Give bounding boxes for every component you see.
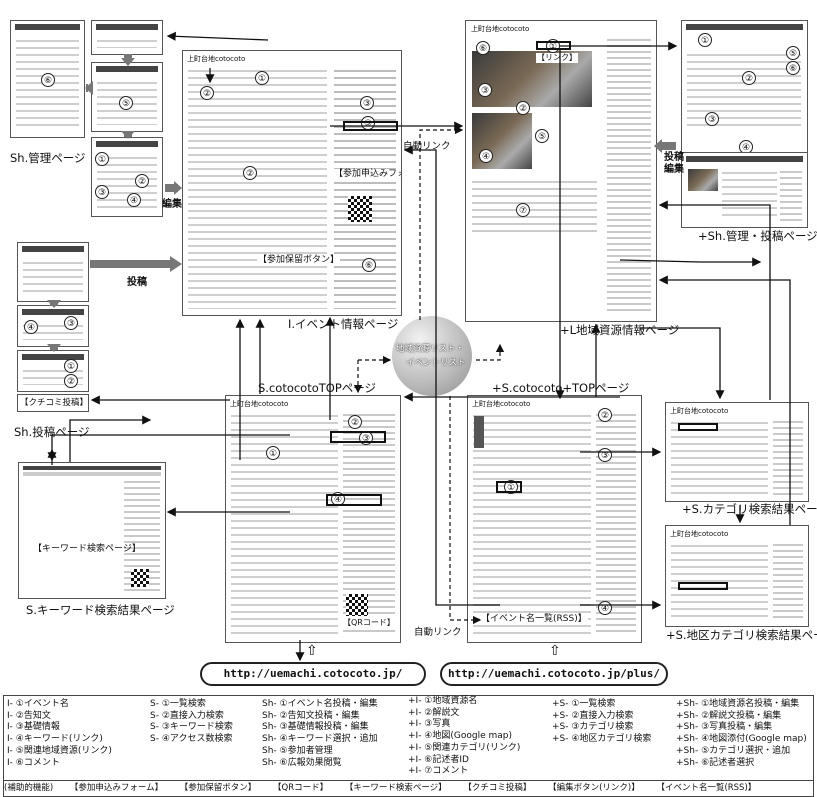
legend-item: +Sh- ③写真投稿・編集	[676, 722, 807, 734]
legend-item: +S- ①一覧検索	[552, 699, 651, 711]
site-structure-diagram: ⑥ ⑤ ① ③ ② ④ Sh.管理ページ 編集 ④ ③ ① ② 【クチコミ投稿】…	[0, 0, 817, 692]
aux-item: 【編集ボタン(リンク)】	[548, 783, 640, 793]
aux-item: 【イベント名一覧(RSS)】	[656, 783, 756, 793]
legend-item: +S- ④地区カテゴリ検索	[552, 734, 651, 746]
legend-col-Sh: Sh- ①イベント名投稿・編集 Sh- ②告知文投稿・編集 Sh- ③基礎情報投…	[262, 699, 378, 769]
legend-item: +I- ⑥記述者ID	[408, 755, 520, 767]
legend-item: I- ⑤関連地域資源(リンク)	[7, 746, 112, 758]
legend-item: I- ②告知文	[7, 711, 112, 723]
legend-item: Sh- ⑤参加者管理	[262, 746, 378, 758]
legend-col-I: I- ①イベント名 I- ②告知文 I- ③基礎情報 I- ④キーワード(リンク…	[7, 699, 112, 769]
legend-item: +I- ①地域資源名	[408, 696, 520, 708]
aux-item: 【参加申込みフォーム】	[70, 783, 163, 793]
legend-item: +I- ④地図(Google map)	[408, 731, 520, 743]
legend-item: S- ①一覧検索	[150, 699, 233, 711]
aux-item: 【QRコード】	[273, 783, 328, 793]
legend-item: +I- ③写真	[408, 719, 520, 731]
legend-item: +Sh- ②解説文投稿・編集	[676, 711, 807, 723]
aux-item: 【参加保留ボタン】	[180, 783, 257, 793]
legend-item: S- ②直接入力検索	[150, 711, 233, 723]
auxiliary-features-row: (補助的機能) 【参加申込みフォーム】 【参加保留ボタン】 【QRコード】 【キ…	[3, 781, 814, 797]
legend-item: Sh- ⑥広報効果閲覧	[262, 758, 378, 770]
connector-arrows	[0, 0, 817, 692]
legend-item: Sh- ④キーワード選択・追加	[262, 734, 378, 746]
legend-table: I- ①イベント名 I- ②告知文 I- ③基礎情報 I- ④キーワード(リンク…	[3, 695, 814, 781]
legend-item: I- ④キーワード(リンク)	[7, 734, 112, 746]
legend-col-S: S- ①一覧検索 S- ②直接入力検索 S- ③キーワード検索 S- ④アクセス…	[150, 699, 233, 746]
aux-title: (補助的機能)	[4, 783, 53, 793]
legend-item: S- ④アクセス数検索	[150, 734, 233, 746]
legend-item: +S- ②直接入力検索	[552, 711, 651, 723]
legend-col-plus-Sh: +Sh- ①地域資源名投稿・編集 +Sh- ②解説文投稿・編集 +Sh- ③写真…	[676, 699, 807, 769]
legend-item: I- ①イベント名	[7, 699, 112, 711]
legend-item: +I- ⑤関連カテゴリ(リンク)	[408, 743, 520, 755]
legend-col-plus-I: +I- ①地域資源名 +I- ②解説文 +I- ③写真 +I- ④地図(Goog…	[408, 696, 520, 778]
legend-item: I- ③基礎情報	[7, 722, 112, 734]
legend-item: +S- ③カテゴリ検索	[552, 722, 651, 734]
legend-item: S- ③キーワード検索	[150, 722, 233, 734]
legend-item: +I- ⑦コメント	[408, 766, 520, 778]
legend-item: I- ⑥コメント	[7, 758, 112, 770]
legend-col-plus-S: +S- ①一覧検索 +S- ②直接入力検索 +S- ③カテゴリ検索 +S- ④地…	[552, 699, 651, 746]
legend-item: +Sh- ⑥記述者選択	[676, 758, 807, 770]
aux-item: 【キーワード検索ページ】	[345, 783, 447, 793]
aux-item: 【クチコミ投稿】	[463, 783, 531, 793]
legend-item: +I- ②解説文	[408, 708, 520, 720]
legend-item: +Sh- ⑤カテゴリ選択・追加	[676, 746, 807, 758]
legend-item: Sh- ②告知文投稿・編集	[262, 711, 378, 723]
legend-item: +Sh- ④地図添付(Google map)	[676, 734, 807, 746]
legend-item: Sh- ①イベント名投稿・編集	[262, 699, 378, 711]
legend-item: Sh- ③基礎情報投稿・編集	[262, 722, 378, 734]
legend-item: +Sh- ①地域資源名投稿・編集	[676, 699, 807, 711]
